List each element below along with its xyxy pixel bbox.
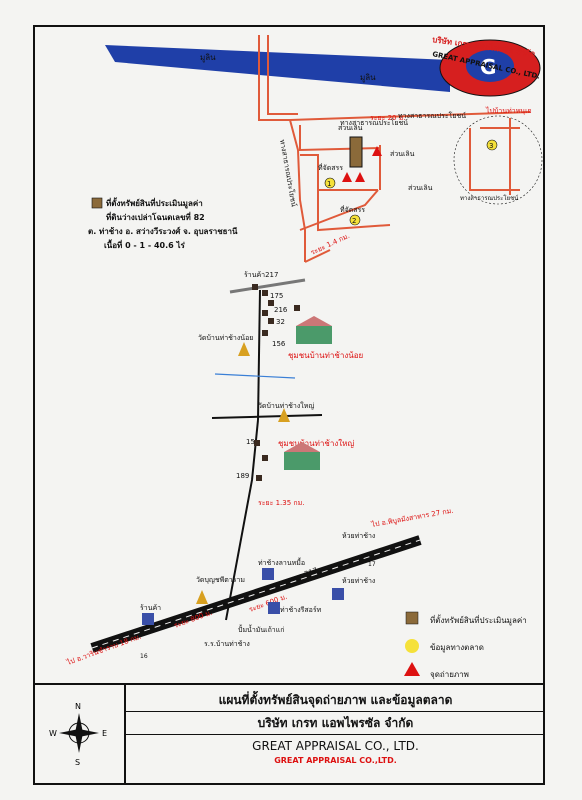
shop-2: ร้านค้า (140, 604, 161, 612)
school: ร.ร.บ้านท่าช้าง (204, 640, 250, 648)
legend-photo-icon (404, 662, 420, 676)
company-logo: G บริษัท เกรท แอพไพรซัล จำกัด GREAT APPR… (432, 34, 541, 97)
rice-field-2: ส่วนเลิน (390, 150, 415, 158)
canal-shape (105, 45, 450, 92)
circle-3-outline (453, 115, 543, 205)
community-1: ชุมชนบ้านท่าช้างน้อย (288, 351, 363, 360)
market-2: ท่าช้างรีสอร์ท (280, 606, 322, 614)
photo-point-2 (355, 172, 365, 182)
compass-w: W (49, 729, 57, 738)
legend-market-icon (405, 639, 419, 653)
rice-field-1: ส่วนเลิน (338, 124, 363, 132)
house-15: 15 (246, 438, 255, 446)
compass-s: S (75, 758, 80, 767)
canal-label-2: มูลิน (360, 73, 376, 83)
temple-3: วัดบุญชพีตาราม (196, 576, 245, 584)
footer-company-th: บริษัท เกรท แอพไพรซัล จำกัด (126, 712, 545, 735)
house-189: 189 (236, 472, 249, 480)
village-road (229, 278, 306, 294)
intersection-label: ห้วยท่าช้าง (342, 532, 375, 540)
highway (90, 535, 422, 653)
houses (252, 284, 300, 481)
info-line-2: ที่ดินว่างเปล่าโฉนดเลขที่ 82 (106, 211, 205, 222)
community-1-icon (296, 316, 332, 344)
rice-field-3: ส่วนเลิน (408, 184, 433, 192)
canal-right-label: ห้วยท่าช้าง (342, 577, 375, 585)
community-2: ชุมชนบ้านท่าช้างใหญ่ (278, 439, 354, 448)
footer-stamp: GREAT APPRAISAL CO.,LTD. (274, 756, 397, 765)
property-parcel (349, 136, 363, 168)
info-line-3: ต. ท่าช้าง อ. สว่างวีระวงศ์ จ. อุบลราชธา… (88, 226, 238, 237)
temple-1: วัดบ้านท่าช้างน้อย (198, 334, 253, 342)
legend-market-label: ข้อมูลทางตลาด (430, 643, 484, 652)
canal-right-icon (332, 588, 344, 600)
logo-letter: G (480, 55, 496, 79)
distance-20: ระยะ 20 ม. (370, 114, 406, 122)
svg-text:3: 3 (489, 142, 493, 150)
distance-1400: ระยะ 1.4 กม. (309, 232, 350, 257)
market-1: ท่าช้างลานหมื้อ (258, 556, 305, 567)
community-2-icon (284, 442, 320, 470)
local-roads (258, 35, 531, 263)
footer-box (33, 683, 545, 785)
market-2-icon (268, 602, 280, 614)
compass-e: E (102, 729, 107, 738)
map-frame (33, 25, 545, 785)
to-ubon: ไป อ.วารินชำราบ 18 กม. (65, 632, 143, 668)
public-road-top: ทางสาธารณประโยชน์ (398, 111, 466, 120)
sale-label-2: ที่จัดสรร (340, 205, 365, 214)
compass-n: N (75, 702, 81, 711)
km-17: 17 (368, 561, 376, 568)
svg-text:2: 2 (352, 217, 356, 225)
distance-1350: ระยะ 1.35 กม. (258, 499, 305, 507)
house-175: 175 (270, 292, 283, 300)
photo-point-3 (372, 146, 382, 156)
temple-3-icon (196, 590, 208, 604)
shop-2-icon (142, 613, 154, 625)
info-line-1: ที่ตั้งทรัพย์สินที่ประเมินมูลค่า (106, 197, 203, 209)
property-info: ที่ตั้งทรัพย์สินที่ประเมินมูลค่า ที่ดินว… (88, 197, 238, 250)
legend-property-icon (405, 611, 419, 625)
footer-title: แผนที่ตั้งทรัพย์สินจุดถ่ายภาพ และข้อมูลต… (126, 689, 545, 712)
legend-property-label: ที่ตั้งทรัพย์สินที่ประเมินมูลค่า (430, 616, 527, 625)
legend-photo-label: จุดถ่ายภาพ (430, 670, 469, 679)
marker-2: 2 (349, 214, 361, 226)
info-line-4: เนื้อที่ 0 - 1 - 40.6 ไร่ (104, 239, 186, 250)
shop-217: ร้านค้า217 (244, 271, 278, 279)
svg-text:1: 1 (327, 180, 331, 188)
public-road-vertical: ทางสาธารณประโยชน์ (278, 139, 299, 208)
sale-label-1: ที่จัดสรร (318, 163, 343, 172)
temple-2: วัดบ้านท่าช้างใหญ่ (258, 401, 314, 410)
house-216: 216 (274, 306, 288, 314)
photo-point-1 (342, 172, 352, 182)
temple-2-icon (278, 408, 290, 422)
compass: N S E W (33, 683, 126, 785)
to-phibun: ไป อ.พิบูลมังสาหาร 27 กม. (370, 506, 454, 529)
public-road-top-left: ทางสาธารณประโยชน์ (340, 118, 408, 127)
public-road-right: ทางสาธารณประโยชน์ (460, 194, 518, 202)
temple-1-icon (238, 342, 250, 356)
house-156: 156 (272, 340, 286, 348)
marker-3: 3 (486, 139, 498, 151)
house-32: 32 (276, 318, 285, 326)
market-1-icon (262, 568, 274, 580)
marker-1: 1 (324, 177, 336, 189)
to-village-label: ไปบ้านท่าหนุเย (485, 106, 532, 115)
km-16: 16 (140, 653, 148, 660)
canal-label-1: มูลิน (200, 53, 216, 63)
gas-station: ปั้มน้ำมันเถ้าแก่ (238, 623, 284, 634)
footer-company-en: GREAT APPRAISAL CO., LTD. (252, 739, 419, 753)
